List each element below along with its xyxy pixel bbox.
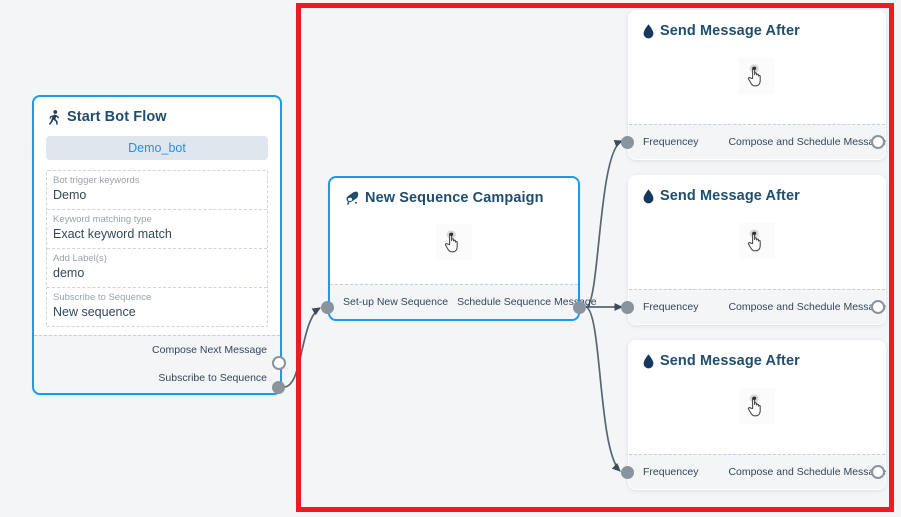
port-frequencey-3[interactable] <box>621 466 634 479</box>
port-compose-and-schedule-message-2[interactable] <box>871 300 885 314</box>
port-label-compose-next-message: Compose Next Message <box>152 344 267 356</box>
port-row-compose-next-message[interactable]: Compose Next Message <box>34 336 280 364</box>
node-send-message-after-1[interactable]: Send Message After Frequencey Compose an… <box>628 10 886 160</box>
port-label-subscribe-to-sequence: Subscribe to Sequence <box>158 372 267 384</box>
node-send-message-after-2-title: Send Message After <box>660 188 800 205</box>
node-send-message-after-2[interactable]: Send Message After Frequencey Compose an… <box>628 175 886 325</box>
pointing-hand-cursor <box>739 223 775 259</box>
water-drop-icon <box>643 189 654 204</box>
field-label: Keyword matching type <box>53 214 152 225</box>
pointing-hand-cursor <box>739 388 775 424</box>
node-start-bot-flow-ports: Compose Next Message Subscribe to Sequen… <box>34 335 280 393</box>
megaphone-icon <box>344 191 359 206</box>
field-add-labels[interactable]: Add Label(s) demo <box>47 249 267 288</box>
water-drop-icon <box>643 24 654 39</box>
node-start-bot-flow-header: Start Bot Flow <box>34 97 280 125</box>
node-send-message-after-3[interactable]: Send Message After Frequencey Compose an… <box>628 340 886 490</box>
port-label-compose-and-schedule-message: Compose and Schedule Message <box>728 301 887 313</box>
field-value: demo <box>53 266 85 280</box>
node-start-bot-flow[interactable]: Start Bot Flow Demo_bot Bot trigger keyw… <box>32 95 282 395</box>
node-send-message-after-3-ports: Frequencey Compose and Schedule Message <box>629 454 887 489</box>
field-subscribe-to-sequence[interactable]: Subscribe to Sequence New sequence <box>47 288 267 326</box>
water-drop-icon <box>643 354 654 369</box>
field-keyword-matching-type[interactable]: Keyword matching type Exact keyword matc… <box>47 210 267 249</box>
field-value: New sequence <box>53 305 136 319</box>
port-label-setup-new-sequence: Set-up New Sequence <box>343 296 449 308</box>
field-label: Add Label(s) <box>53 253 107 264</box>
port-label-frequencey: Frequencey <box>643 136 699 148</box>
node-send-message-after-2-ports: Frequencey Compose and Schedule Message <box>629 289 887 324</box>
node-new-sequence-campaign-header: New Sequence Campaign <box>330 178 578 206</box>
port-frequencey-2[interactable] <box>621 301 634 314</box>
port-compose-and-schedule-message-1[interactable] <box>871 135 885 149</box>
port-subscribe-to-sequence[interactable] <box>272 381 285 394</box>
node-send-message-after-2-body <box>629 204 885 278</box>
node-send-message-after-3-body <box>629 369 885 443</box>
port-schedule-sequence-message[interactable] <box>573 301 586 314</box>
field-label: Subscribe to Sequence <box>53 292 152 303</box>
edge-schedule-to-card3 <box>585 306 621 472</box>
node-new-sequence-campaign-ports: Set-up New Sequence Schedule Sequence Me… <box>330 284 597 319</box>
node-send-message-after-1-ports: Frequencey Compose and Schedule Message <box>629 124 887 159</box>
node-send-message-after-3-title: Send Message After <box>660 353 800 370</box>
port-label-frequencey: Frequencey <box>643 301 699 313</box>
bot-selector-label: Demo_bot <box>128 141 186 155</box>
node-new-sequence-campaign-body <box>330 206 578 278</box>
port-label-schedule-sequence-message: Schedule Sequence Message <box>457 296 597 308</box>
node-send-message-after-1-body <box>629 39 885 113</box>
field-value: Exact keyword match <box>53 227 172 241</box>
node-send-message-after-1-title: Send Message After <box>660 23 800 40</box>
bot-selector-pill[interactable]: Demo_bot <box>46 136 268 160</box>
node-new-sequence-campaign-title: New Sequence Campaign <box>365 190 544 206</box>
field-bot-trigger-keywords[interactable]: Bot trigger keywords Demo <box>47 171 267 210</box>
node-new-sequence-campaign[interactable]: New Sequence Campaign Set-up New Sequenc… <box>328 176 597 321</box>
node-send-message-after-3-header: Send Message After <box>629 341 885 369</box>
pointing-hand-cursor <box>739 58 775 94</box>
edge-subscribe-to-setup <box>283 307 321 388</box>
field-value: Demo <box>53 188 87 202</box>
port-frequencey-1[interactable] <box>621 136 634 149</box>
node-send-message-after-1-header: Send Message After <box>629 11 885 39</box>
port-compose-next-message[interactable] <box>272 356 286 370</box>
port-label-compose-and-schedule-message: Compose and Schedule Message <box>728 136 887 148</box>
port-label-compose-and-schedule-message: Compose and Schedule Message <box>728 466 887 478</box>
edge-schedule-to-card1 <box>585 140 624 308</box>
running-person-icon <box>48 110 61 125</box>
port-label-frequencey: Frequencey <box>643 466 699 478</box>
port-row-subscribe-to-sequence[interactable]: Subscribe to Sequence <box>34 364 280 392</box>
pointing-hand-cursor <box>436 223 472 260</box>
port-compose-and-schedule-message-3[interactable] <box>871 465 885 479</box>
node-start-bot-flow-title: Start Bot Flow <box>67 109 167 126</box>
bot-flow-field-list: Bot trigger keywords Demo Keyword matchi… <box>46 170 268 327</box>
field-label: Bot trigger keywords <box>53 175 140 186</box>
node-send-message-after-2-header: Send Message After <box>629 176 885 204</box>
port-setup-new-sequence[interactable] <box>321 301 334 314</box>
